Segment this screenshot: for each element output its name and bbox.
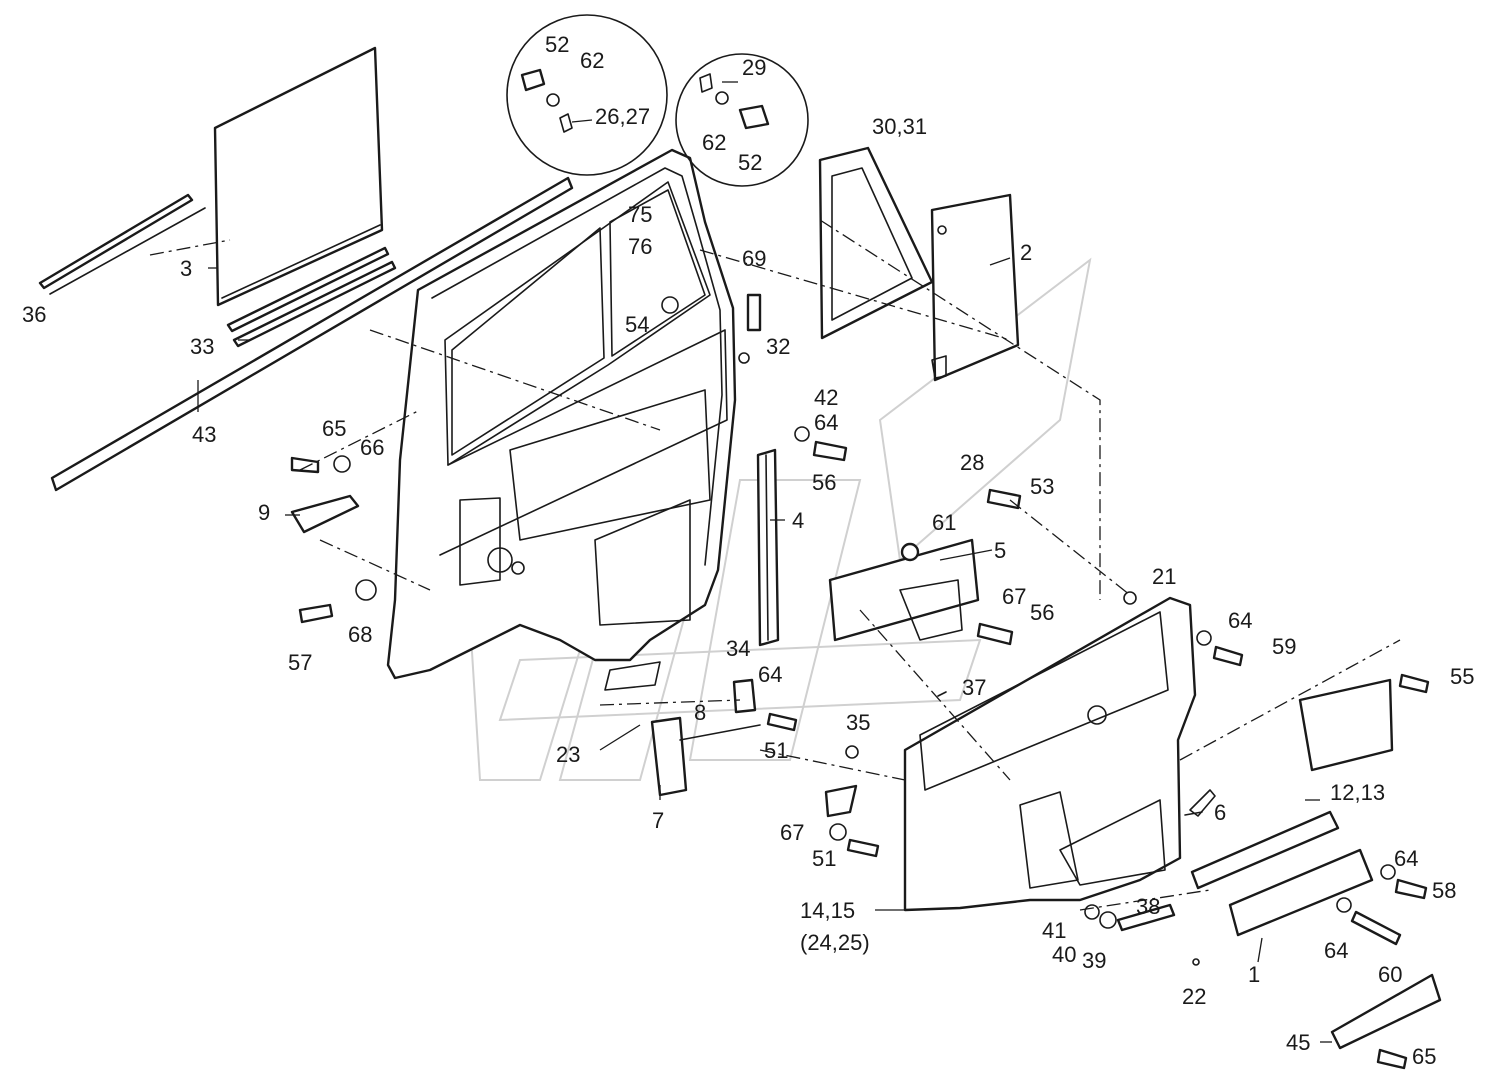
- callout-66: 66: [360, 435, 384, 460]
- callout-35: 35: [846, 710, 870, 735]
- vent-window-seal: [818, 146, 934, 340]
- callout-38: 38: [1136, 894, 1160, 919]
- armrest-1: [1228, 848, 1374, 937]
- inner-trim-panel: [903, 596, 1197, 912]
- detail-inset-left: [506, 14, 668, 176]
- callout-41: 41: [1042, 918, 1066, 943]
- assembly-lines: [149, 219, 1401, 911]
- callout-64-right: 64: [1228, 608, 1252, 633]
- callout-53: 53: [1030, 474, 1054, 499]
- callout-30-31: 30,31: [872, 114, 927, 139]
- callout-52-inset-left: 52: [545, 32, 569, 57]
- fasteners: [290, 352, 1430, 1070]
- pocket-cover: [1298, 678, 1394, 772]
- callout-76: 76: [628, 234, 652, 259]
- callout-65-left: 65: [322, 416, 346, 441]
- callout-61: 61: [932, 510, 956, 535]
- callout-64-armrest-lower: 64: [1324, 938, 1348, 963]
- callout-32: 32: [766, 334, 790, 359]
- callout-28: 28: [960, 450, 984, 475]
- callout-3: 3: [180, 256, 192, 281]
- callout-64-upper: 64: [814, 410, 838, 435]
- callout-62-inset-right: 62: [702, 130, 726, 155]
- callout-67-upper: 67: [1002, 584, 1026, 609]
- seal-strip-43: [50, 176, 574, 492]
- callout-24-25: (24,25): [800, 930, 870, 955]
- callout-68: 68: [348, 622, 372, 647]
- callout-51-upper: 51: [764, 738, 788, 763]
- callout-56-upper: 56: [812, 470, 836, 495]
- callout-29: 29: [742, 55, 766, 80]
- callout-65-bottom: 65: [1412, 1044, 1436, 1069]
- callout-26-27: 26,27: [595, 104, 650, 129]
- callout-59: 59: [1272, 634, 1296, 659]
- callout-36: 36: [22, 302, 46, 327]
- handle-38: [1116, 903, 1176, 932]
- callout-12-13: 12,13: [1330, 780, 1385, 805]
- seal-strip-33b: [232, 260, 397, 348]
- callout-9: 9: [258, 500, 270, 525]
- seal-strip-33a: [226, 246, 390, 333]
- callout-64-lock: 64: [758, 662, 782, 687]
- leader-lines: [197, 81, 1332, 1043]
- callout-33: 33: [190, 334, 214, 359]
- callout-21: 21: [1152, 564, 1176, 589]
- mechanism-parts: [290, 448, 980, 818]
- callout-60: 60: [1378, 962, 1402, 987]
- door-glass: [213, 46, 384, 307]
- door-shell: [386, 148, 737, 691]
- callout-42: 42: [814, 385, 838, 410]
- callout-75: 75: [628, 202, 652, 227]
- callout-43: 43: [192, 422, 216, 447]
- callout-45: 45: [1286, 1030, 1310, 1055]
- callout-54: 54: [625, 312, 649, 337]
- rod-69: [746, 293, 762, 332]
- callout-55: 55: [1450, 664, 1474, 689]
- callout-64-armrest-upper: 64: [1394, 846, 1418, 871]
- handle-9: [290, 494, 360, 534]
- callout-2: 2: [1020, 240, 1032, 265]
- callout-67-lower: 67: [780, 820, 804, 845]
- rail-12-13: [1190, 810, 1340, 890]
- callout-8: 8: [694, 700, 706, 725]
- callout-40: 40: [1052, 942, 1076, 967]
- callout-56-lower: 56: [1030, 600, 1054, 625]
- callout-37: 37: [962, 675, 986, 700]
- cable-bracket-67: [824, 784, 858, 818]
- callout-39: 39: [1082, 948, 1106, 973]
- callout-34: 34: [726, 636, 750, 661]
- callout-14-15: 14,15: [800, 898, 855, 923]
- guide-channel-4: [756, 448, 780, 647]
- callout-52-inset-right: 52: [738, 150, 762, 175]
- callout-6: 6: [1214, 800, 1226, 825]
- lock-7: [650, 716, 688, 797]
- callout-51-lower: 51: [812, 846, 836, 871]
- callout-62-inset-left: 62: [580, 48, 604, 73]
- bracket-8: [732, 678, 757, 714]
- glass-and-seals: [38, 46, 574, 492]
- callout-labels: 52 62 26,27 29 62 52 30,31 75 76 69 2 3 …: [22, 32, 1474, 1069]
- armrests: [1116, 678, 1442, 1050]
- callout-58: 58: [1432, 878, 1456, 903]
- nut-61: [900, 542, 920, 562]
- callout-1: 1: [1248, 962, 1260, 987]
- callout-69: 69: [742, 246, 766, 271]
- vent-window-panel: [930, 193, 1020, 382]
- detail-inset-right: [675, 53, 809, 187]
- callout-5: 5: [994, 538, 1006, 563]
- callout-7: 7: [652, 808, 664, 833]
- callout-4: 4: [792, 508, 804, 533]
- callout-57: 57: [288, 650, 312, 675]
- callout-22: 22: [1182, 984, 1206, 1009]
- seal-strip-36: [38, 193, 194, 290]
- callout-23: 23: [556, 742, 580, 767]
- handle-45: [1330, 973, 1442, 1050]
